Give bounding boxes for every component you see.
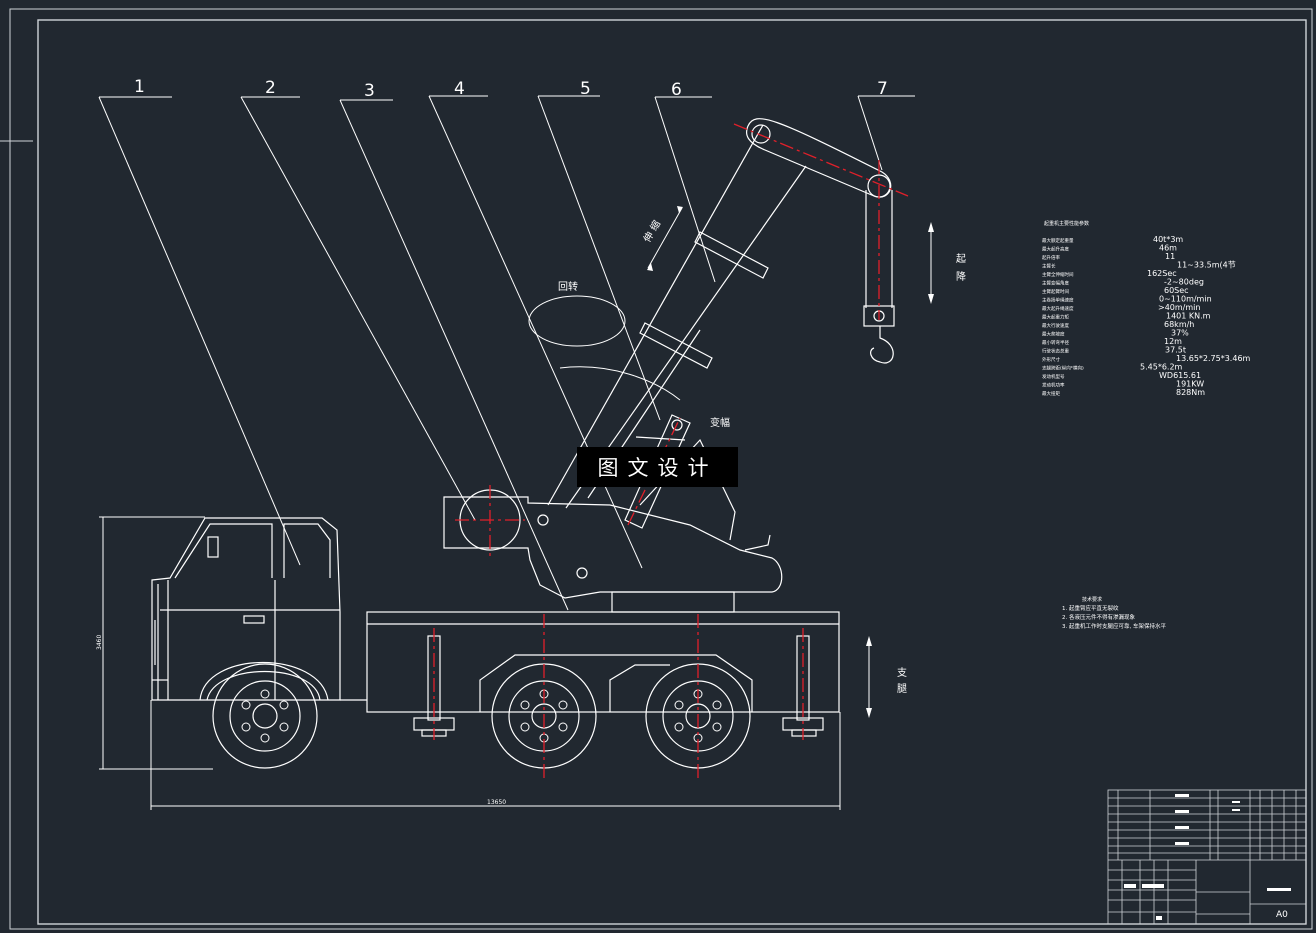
- spec-name: 主卷扬单绳速度: [1042, 297, 1074, 304]
- outrigger-label-2: 腿: [897, 683, 907, 695]
- spec-value: 37%: [1171, 329, 1189, 338]
- spec-value: 68km/h: [1164, 320, 1194, 329]
- spec-name: 主臂长: [1042, 263, 1056, 270]
- centerlines: [433, 123, 909, 780]
- title-block-fills: [1124, 794, 1291, 920]
- spec-value: >40m/min: [1158, 303, 1200, 312]
- sheet-size: A0: [1276, 910, 1288, 920]
- spec-value: 11~33.5m(4节: [1177, 261, 1236, 270]
- callout-6: 6: [671, 80, 682, 100]
- spec-value: 1401 KN.m: [1166, 312, 1211, 321]
- spec-name: 起升倍率: [1042, 254, 1060, 261]
- spec-value: 828Nm: [1176, 388, 1205, 397]
- dimension-lines: [99, 516, 841, 810]
- spec-value: -2~80deg: [1164, 278, 1204, 287]
- tech-req-item: 2. 各液压元件不得有渗漏现象: [1062, 613, 1135, 621]
- spec-name: 最大起升高度: [1042, 246, 1069, 253]
- spec-name: 最大行驶速度: [1042, 322, 1069, 329]
- spec-value: 191KW: [1176, 380, 1204, 389]
- spec-table: 起重机主要性能参数 最大额定起重量 40t*3m 最大起升高度 46m 起升倍率 11 主臂…: [1042, 220, 1251, 397]
- callout-7: 7: [877, 79, 888, 99]
- callout-2: 2: [265, 78, 276, 98]
- spec-name: 最小转弯半径: [1042, 339, 1069, 346]
- tech-req-item: 3. 起重机工作时支腿应可靠, 车架保持水平: [1062, 622, 1166, 630]
- boom-assembly: [443, 118, 895, 613]
- callout-1: 1: [134, 77, 145, 97]
- spec-value: 40t*3m: [1153, 235, 1183, 244]
- motion-indicators: [528, 207, 932, 712]
- tech-req-item: 1. 起重臂应平直无裂纹: [1062, 604, 1119, 612]
- spec-value: 60Sec: [1164, 286, 1189, 295]
- spec-name: 主臂变幅角度: [1042, 280, 1069, 287]
- spec-value: WD615.61: [1159, 371, 1201, 380]
- callout-5: 5: [580, 79, 591, 99]
- telescope-label: 伸 缩: [640, 218, 663, 245]
- spec-name: 发动机功率: [1042, 382, 1065, 389]
- spec-name: 支腿跨距(纵向*横向): [1042, 365, 1084, 372]
- truck-chassis: [151, 517, 840, 737]
- spec-value: 46m: [1159, 244, 1177, 253]
- dimension-text: 13650 3460: [96, 635, 506, 806]
- spec-table-title: 起重机主要性能参数: [1044, 220, 1089, 227]
- spec-value: 5.45*6.2m: [1140, 363, 1183, 372]
- spec-name: 最大扭矩: [1042, 390, 1060, 397]
- watermark: 图文设计: [577, 447, 738, 487]
- dim-overall-length: 13650: [487, 799, 506, 806]
- title-block: [1107, 789, 1307, 925]
- spec-value: 162Sec: [1147, 269, 1177, 278]
- slew-label: 回转: [558, 280, 578, 293]
- callout-leaders: [98, 95, 915, 611]
- outrigger-label-1: 支: [897, 667, 907, 679]
- arrow-heads: [647, 206, 934, 718]
- luff-label: 变幅: [710, 416, 730, 429]
- tech-req-title: 技术要求: [1082, 596, 1102, 603]
- spec-name: 发动机型号: [1042, 373, 1065, 380]
- spec-value: 0~110m/min: [1159, 295, 1212, 304]
- spec-value: 13.65*2.75*3.46m: [1176, 354, 1251, 363]
- spec-value: 37.5t: [1165, 346, 1186, 355]
- callout-numbers: 1 2 3 4 5 6 7: [134, 77, 888, 101]
- spec-name: 最大额定起重量: [1042, 237, 1074, 244]
- hoist-label-2: 降: [956, 270, 966, 283]
- spec-value: 11: [1165, 252, 1175, 261]
- callout-4: 4: [454, 79, 465, 99]
- dim-height: 3460: [96, 635, 103, 650]
- spec-name: 最大起升绳速度: [1042, 305, 1074, 312]
- sheet-border: [0, 8, 1313, 930]
- callout-3: 3: [364, 81, 375, 101]
- spec-value: 12m: [1164, 337, 1182, 346]
- spec-name: 行驶状态总重: [1042, 348, 1069, 355]
- spec-name: 最大起重力矩: [1042, 314, 1069, 321]
- spec-name: 最大爬坡度: [1042, 331, 1065, 338]
- spec-name: 主臂全伸缩时间: [1042, 271, 1074, 278]
- spec-name: 外形尺寸: [1042, 356, 1060, 363]
- hoist-label-1: 起: [956, 253, 966, 265]
- spec-name: 主臂起臂时间: [1042, 288, 1069, 295]
